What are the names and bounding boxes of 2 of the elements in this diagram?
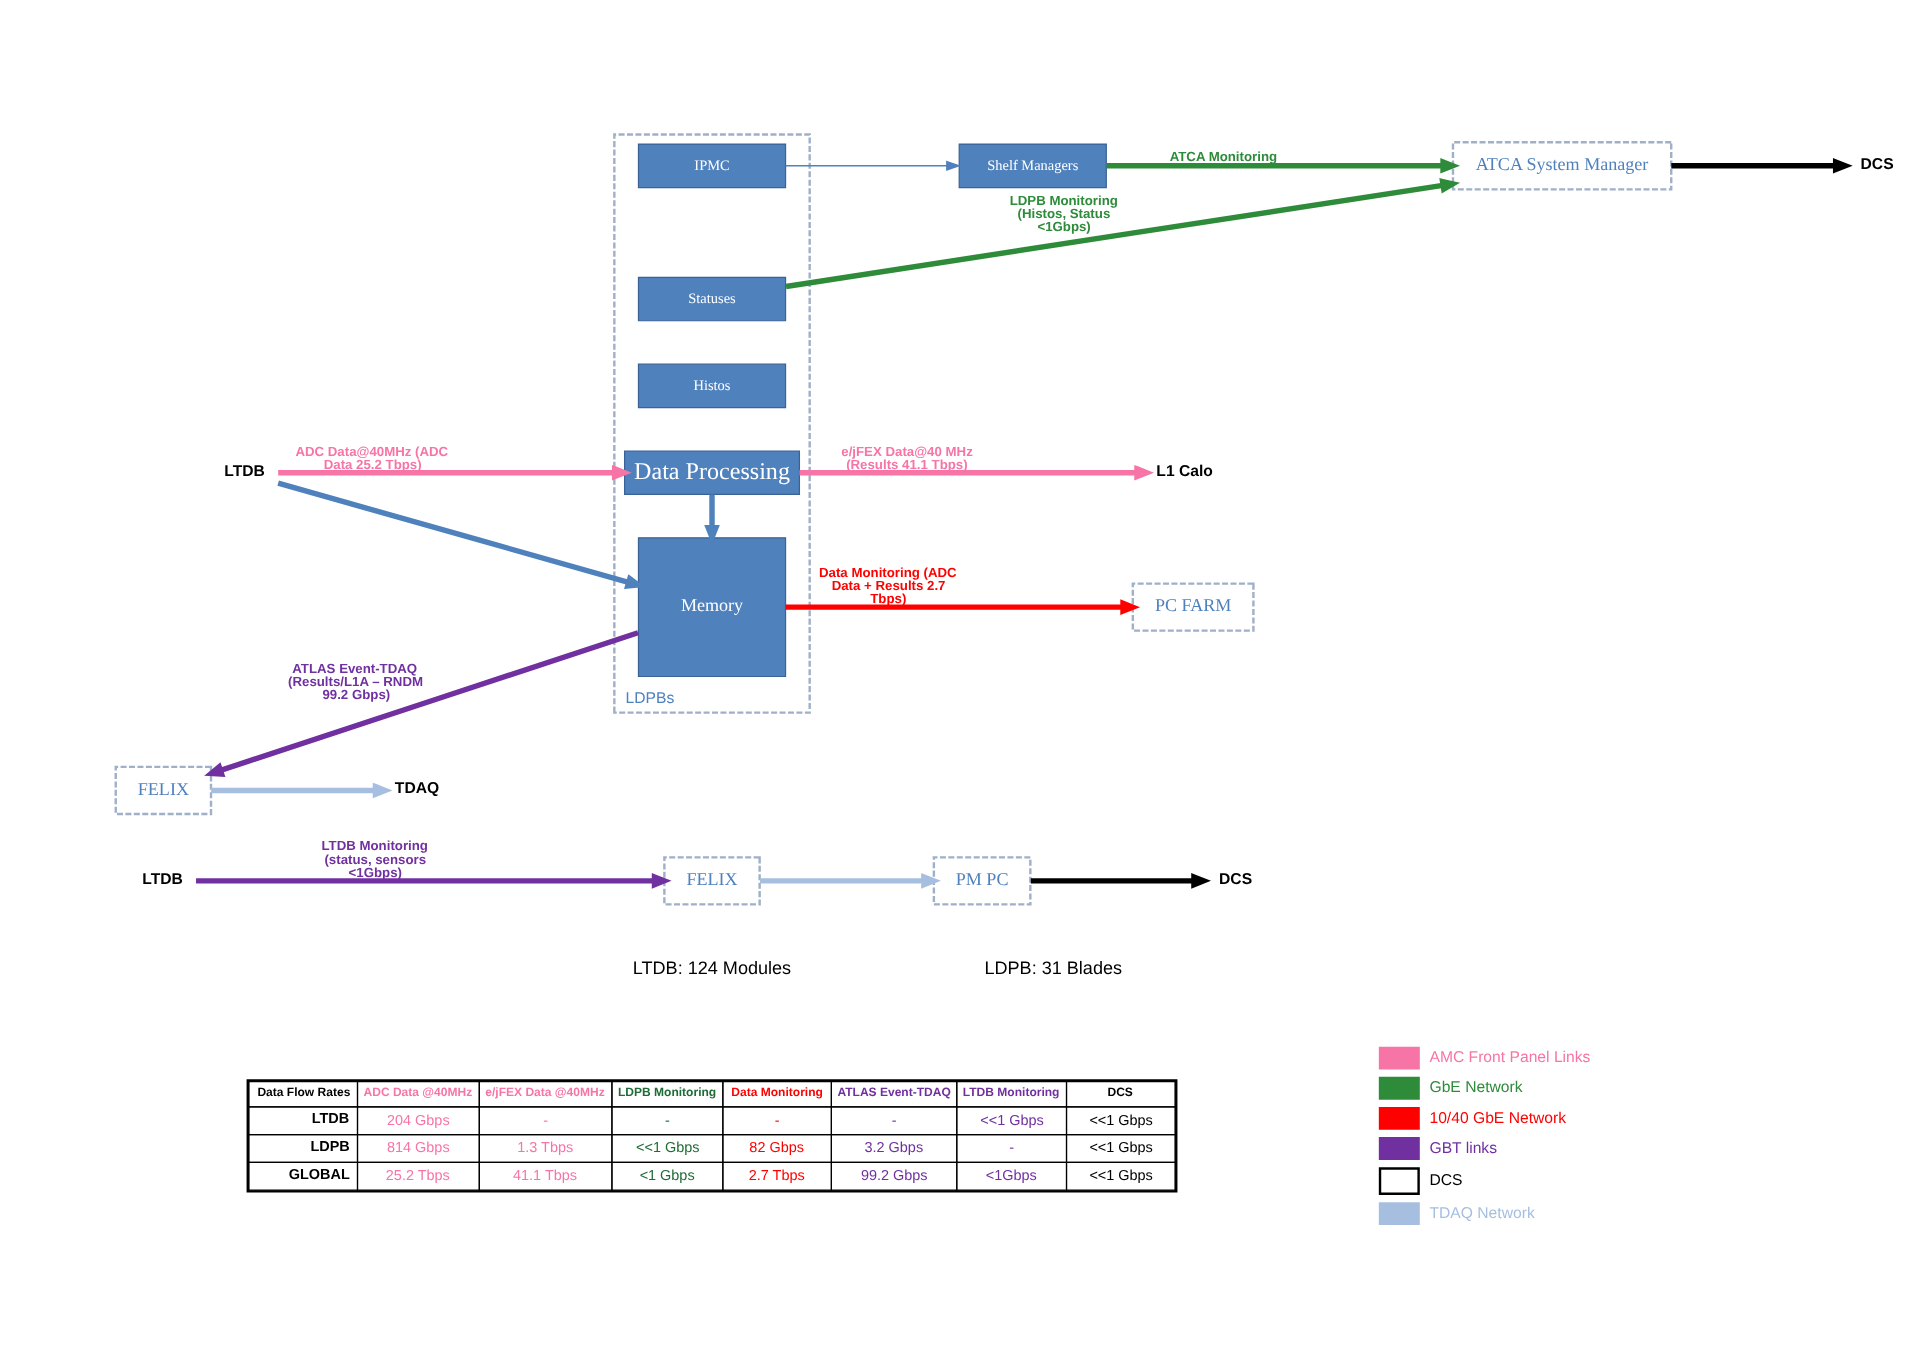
label: LDPB: 31 Blades xyxy=(984,956,1123,977)
label: LTDB: 124 Modules xyxy=(632,956,792,977)
